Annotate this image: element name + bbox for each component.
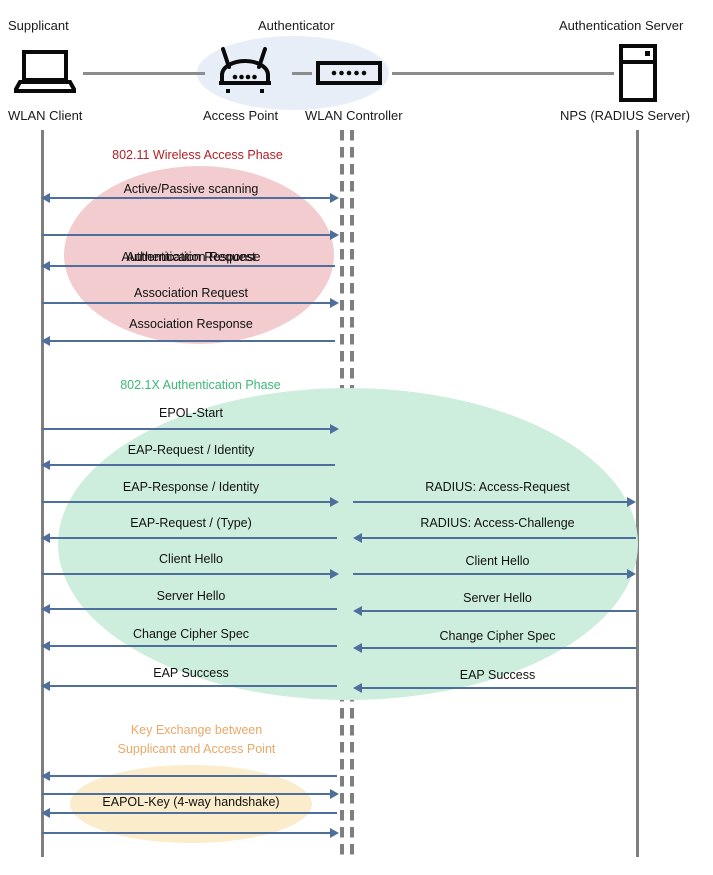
arrow-head-right-icon (330, 569, 339, 579)
lifeline-supplicant (41, 130, 44, 857)
arrow-head-left-icon (41, 808, 50, 818)
server-icon (619, 44, 657, 107)
actor-role-supplicant: Supplicant (8, 18, 69, 33)
message-label: EAP Success (153, 666, 229, 680)
arrow-head-right-icon (330, 828, 339, 838)
phase-highlight-dot1x (58, 388, 638, 700)
message-arrow-right (358, 647, 636, 649)
arrow-head-left-icon (41, 533, 50, 543)
message-arrow (46, 537, 337, 539)
arrow-head-right-icon (330, 193, 339, 203)
message-arrow (46, 645, 337, 647)
message-label: Client Hello (159, 552, 223, 566)
message-label: EAP-Response / Identity (122, 480, 260, 494)
message-label: Association Response (129, 317, 253, 331)
message-label-right: Change Cipher Spec (439, 629, 556, 643)
link-client-to-ap (83, 72, 205, 75)
message-arrow-right (358, 687, 636, 689)
arrow-head-left-icon (353, 643, 362, 653)
arrow-head-left-icon (41, 771, 50, 781)
phase-highlight-wireless-access (64, 166, 334, 344)
actor-device-access-point: Access Point (203, 108, 279, 123)
arrow-head-right-icon (330, 424, 339, 434)
message-arrow (42, 302, 331, 304)
wireless-router-icon (215, 47, 275, 100)
message-label: Association Request (134, 286, 248, 300)
message-label: EPOL-Start (159, 406, 223, 420)
message-label: Server Hello (156, 589, 226, 603)
arrow-head-left-icon (41, 641, 50, 651)
message-label: EAP-Request / Identity (127, 443, 255, 457)
message-arrow (46, 464, 335, 466)
lifeline-nps (636, 130, 639, 857)
message-label-right: Client Hello (465, 554, 530, 568)
arrow-head-left-icon (41, 261, 50, 271)
arrow-head-left-icon (353, 533, 362, 543)
arrow-head-left-icon (41, 681, 50, 691)
message-arrow (46, 608, 337, 610)
arrow-head-right-icon (330, 497, 339, 507)
message-arrow (42, 573, 331, 575)
actor-device-nps-radius-server: NPS (RADIUS Server) (560, 108, 691, 123)
arrow-head-right-icon (330, 298, 339, 308)
message-arrow (42, 832, 331, 834)
phase-label-wireless-access: 802.11 Wireless Access Phase (112, 148, 283, 162)
network-switch-icon (316, 61, 382, 90)
actor-device-wlan-controller: WLAN Controller (305, 108, 403, 123)
message-label: EAP-Request / (Type) (130, 516, 252, 530)
message-arrow-right (358, 537, 636, 539)
message-label-right: Server Hello (463, 591, 532, 605)
link-ap-to-controller (292, 72, 312, 75)
message-arrow (46, 340, 335, 342)
actor-role-authentication-server: Authentication Server (559, 18, 684, 33)
message-arrow (46, 812, 337, 814)
arrow-head-left-icon (353, 683, 362, 693)
phase-label-key-exchange-line1: Key Exchange between (130, 723, 263, 737)
link-controller-to-nps (392, 72, 614, 75)
actor-device-wlan-client: WLAN Client (8, 108, 83, 123)
message-arrow-right (353, 501, 628, 503)
message-label-right: RADIUS: Access-Challenge (420, 516, 575, 530)
message-arrow (46, 197, 335, 199)
message-label: Authentication Request (126, 250, 256, 264)
arrow-head-left-icon (353, 606, 362, 616)
message-arrow-right (353, 573, 628, 575)
actor-role-authenticator: Authenticator (258, 18, 335, 33)
message-arrow-right (358, 610, 636, 612)
message-arrow (42, 793, 331, 795)
arrow-head-left-icon (41, 604, 50, 614)
message-arrow (46, 685, 337, 687)
message-label: Change Cipher Spec (132, 627, 250, 641)
message-label-eapol-key: EAPOL-Key (4-way handshake) (102, 795, 280, 809)
arrow-head-right-icon (627, 569, 636, 579)
arrow-head-right-icon (330, 789, 339, 799)
phase-label-dot1x: 802.1X Authentication Phase (120, 378, 281, 392)
phase-label-key-exchange: Key Exchange between Supplicant and Acce… (84, 721, 309, 759)
message-arrow (46, 775, 337, 777)
message-arrow (42, 428, 331, 430)
arrow-head-right-icon (627, 497, 636, 507)
arrow-head-left-icon (41, 336, 50, 346)
message-label-right: EAP Success (459, 668, 536, 682)
message-label: Authentication Response (121, 250, 261, 264)
message-arrow (42, 234, 331, 236)
laptop-icon (11, 50, 79, 99)
phase-label-key-exchange-line2: Supplicant and Access Point (117, 742, 276, 756)
arrow-head-right-icon (330, 230, 339, 240)
message-arrow (42, 501, 331, 503)
message-arrow (46, 265, 335, 267)
arrow-head-left-icon (41, 460, 50, 470)
message-label: Active/Passive scanning (123, 182, 259, 196)
phase-highlight-key-exchange (70, 765, 312, 843)
arrow-head-left-icon (41, 193, 50, 203)
message-label-right: RADIUS: Access-Request (425, 480, 570, 494)
